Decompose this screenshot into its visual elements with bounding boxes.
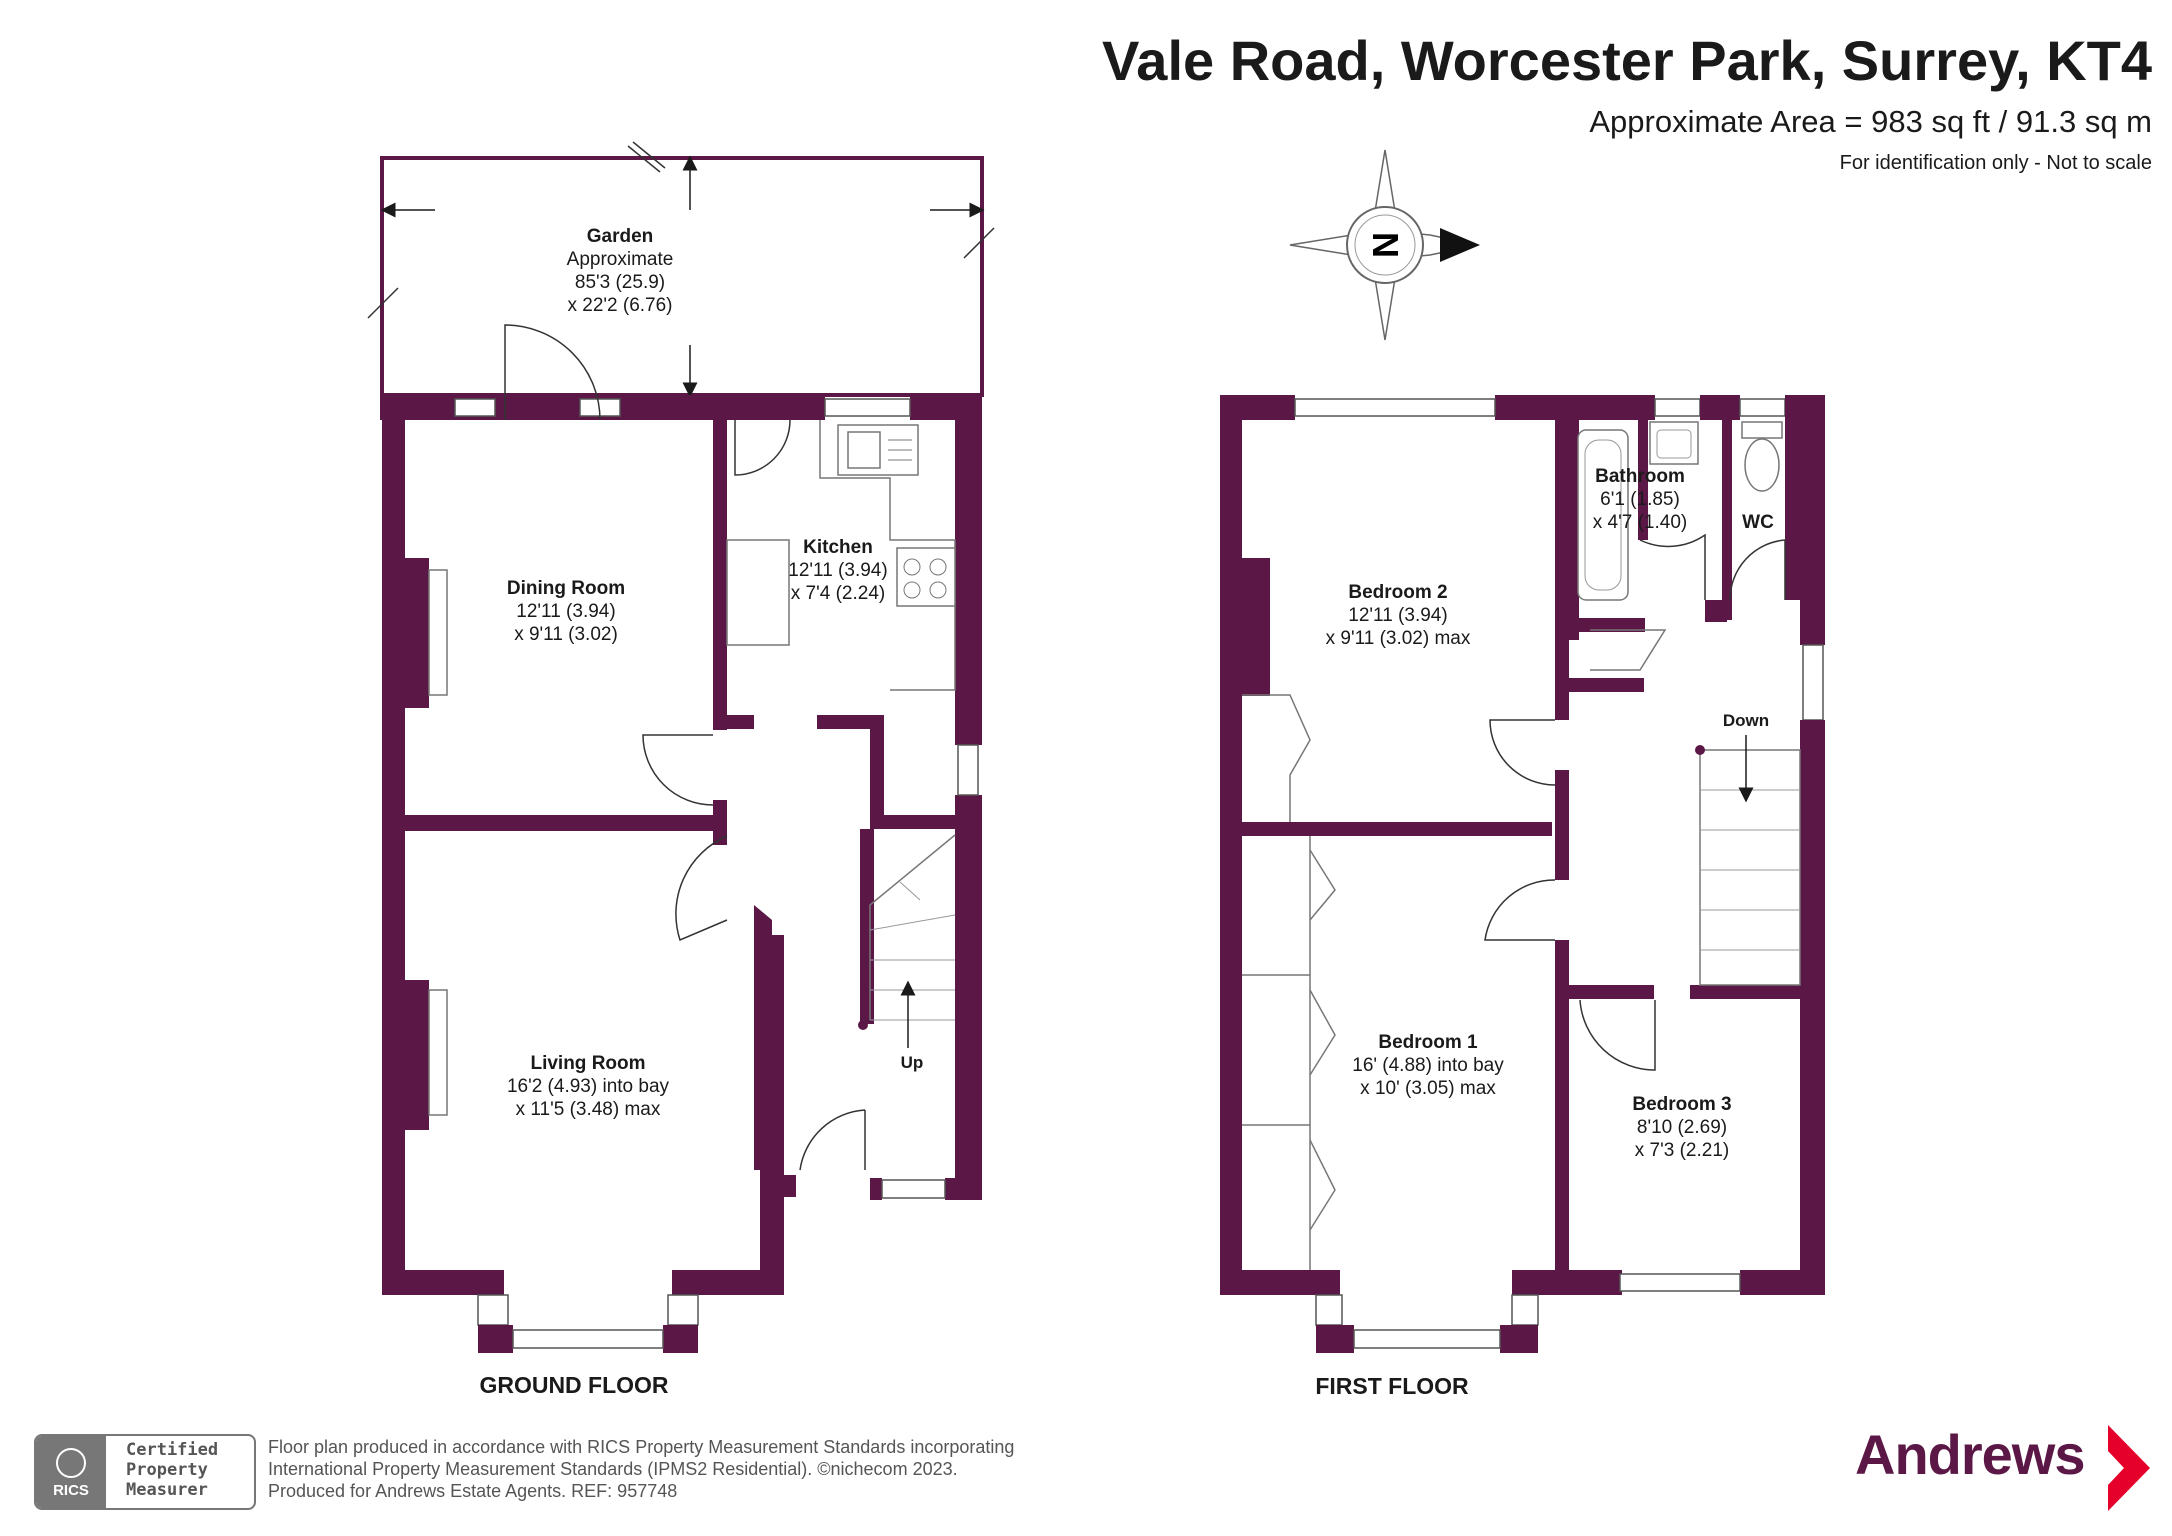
first-floor-plan: [1220, 395, 1825, 1353]
bedroom2-line2: x 9'11 (3.02) max: [1326, 628, 1471, 649]
garden-line3: x 22'2 (6.76): [567, 295, 672, 316]
identification-note: For identification only - Not to scale: [1839, 152, 2152, 174]
stairs-down-label: Down: [1723, 711, 1769, 730]
rics-line2: Property: [126, 1460, 208, 1480]
kitchen-line2: x 7'4 (2.24): [791, 583, 885, 604]
footer-line1: Floor plan produced in accordance with R…: [268, 1437, 1015, 1457]
footer-line2: International Property Measurement Stand…: [268, 1459, 958, 1479]
bathroom-line2: x 4'7 (1.40): [1593, 512, 1687, 533]
bedroom1-name: Bedroom 1: [1378, 1032, 1478, 1053]
footer-disclaimer: Floor plan produced in accordance with R…: [268, 1436, 1014, 1502]
living-room-line2: x 11'5 (3.48) max: [516, 1099, 661, 1120]
andrews-logo: Andrews: [1855, 1423, 2085, 1486]
stairs-up-label: Up: [901, 1053, 924, 1072]
garden-name: Garden: [587, 226, 654, 247]
first-floor-label: FIRST FLOOR: [1315, 1373, 1469, 1399]
compass-icon: N: [1289, 149, 1480, 341]
bedroom3-name: Bedroom 3: [1632, 1094, 1731, 1115]
bedroom1-line1: 16' (4.88) into bay: [1352, 1055, 1504, 1076]
bathroom-name: Bathroom: [1595, 466, 1685, 487]
kitchen-name: Kitchen: [803, 537, 873, 558]
rics-logo-text: RICS: [53, 1482, 89, 1499]
rics-certified-badge: RICS Certified Property Measurer: [34, 1434, 256, 1510]
bedroom2-line1: 12'11 (3.94): [1348, 605, 1447, 626]
first-floor-labels: Bedroom 2 12'11 (3.94) x 9'11 (3.02) max…: [1315, 466, 1774, 1399]
dining-room-line2: x 9'11 (3.02): [514, 624, 618, 645]
ground-floor-labels: Garden Approximate 85'3 (25.9) x 22'2 (6…: [479, 226, 923, 1398]
bathroom-line1: 6'1 (1.85): [1600, 489, 1680, 510]
bedroom3-line2: x 7'3 (2.21): [1635, 1140, 1729, 1161]
kitchen-line1: 12'11 (3.94): [788, 560, 887, 581]
rics-logo-icon: RICS: [36, 1436, 106, 1508]
compass-north-label: N: [1365, 232, 1406, 258]
garden-line1: Approximate: [567, 249, 674, 270]
ground-floor-plan: [367, 141, 995, 1353]
living-room-name: Living Room: [530, 1053, 645, 1074]
footer-line3: Produced for Andrews Estate Agents. REF:…: [268, 1481, 678, 1501]
andrews-chevron-icon: [2108, 1425, 2150, 1511]
ground-floor-label: GROUND FLOOR: [479, 1372, 668, 1398]
garden-line2: 85'3 (25.9): [575, 272, 665, 293]
rics-line1: Certified: [126, 1440, 219, 1460]
bedroom3-line1: 8'10 (2.69): [1637, 1117, 1727, 1138]
dining-room-name: Dining Room: [507, 578, 625, 599]
bedroom2-name: Bedroom 2: [1348, 582, 1447, 603]
bedroom1-line2: x 10' (3.05) max: [1360, 1078, 1496, 1099]
property-address-title: Vale Road, Worcester Park, Surrey, KT4: [1102, 29, 2152, 92]
living-room-line1: 16'2 (4.93) into bay: [507, 1076, 670, 1097]
garden-outline: [380, 156, 984, 397]
dining-room-line1: 12'11 (3.94): [516, 601, 615, 622]
approximate-area: Approximate Area = 983 sq ft / 91.3 sq m: [1589, 104, 2152, 139]
wc-label: WC: [1742, 512, 1774, 533]
rics-line3: Measurer: [126, 1480, 208, 1500]
